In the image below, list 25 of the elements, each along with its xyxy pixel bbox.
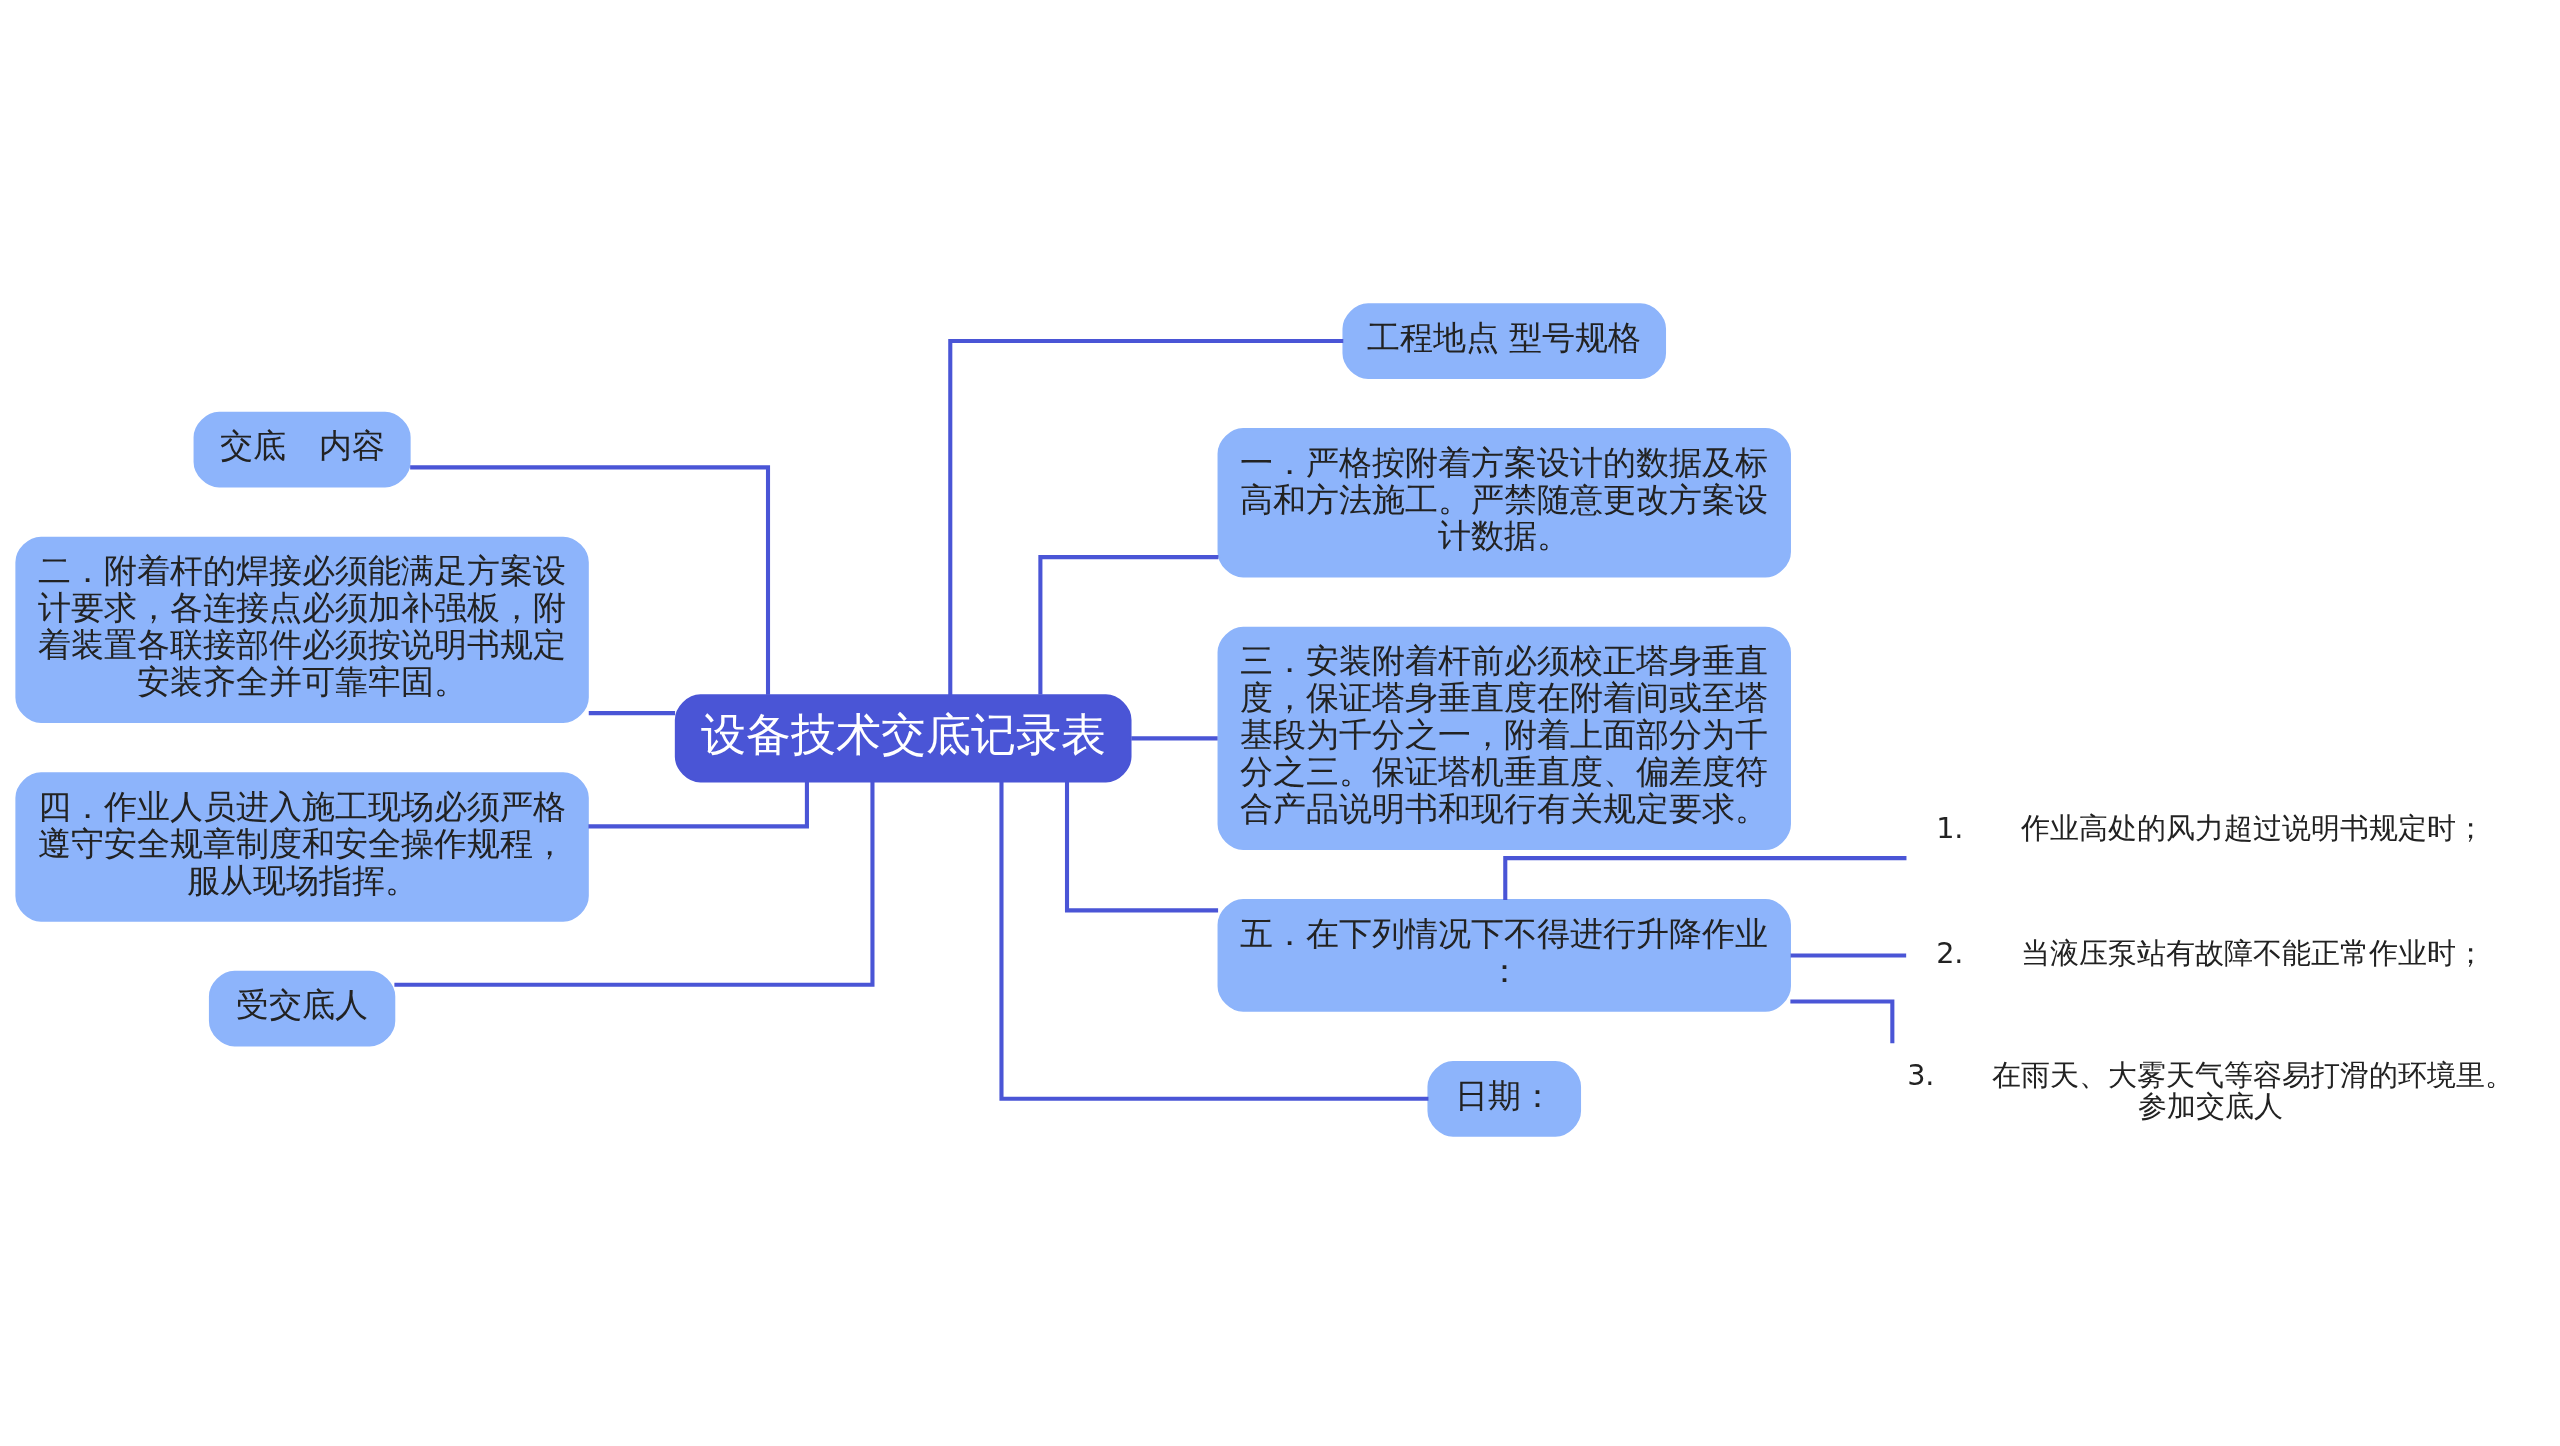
node-text: 2. 当液压泵站有故障不能正常作业时； xyxy=(1936,936,2486,971)
node-box: 三．安装附着杆前必须校正塔身垂直度，保证塔身垂直度在附着间或至塔基段为千分之一，附着上面部分为千分之三。保证塔机垂直度、偏差度符合产品说明书和现行有关规定要求。 xyxy=(1217,626,1791,850)
node-box: 交底 内容 xyxy=(193,411,411,488)
connector xyxy=(1038,555,1219,695)
node-box: 二．附着杆的焊接必须能满足方案设计要求，各连接点必须加补强板，附着装置各联接部件必须按说明书规定安装齐全并可靠牢固。 xyxy=(15,536,589,723)
node-box: 工程地点 型号规格 xyxy=(1342,303,1667,379)
node-box: 受交底人 xyxy=(208,970,396,1047)
connector xyxy=(1790,953,1907,958)
node-box: 四．作业人员进入施工现场必须严格遵守安全规章制度和安全操作规程，服从现场指挥。 xyxy=(15,772,589,922)
node-text: 1. 作业高处的风力超过说明书规定时； xyxy=(1936,811,2486,846)
connector xyxy=(410,465,771,695)
node-box: 设备技术交底记录表 xyxy=(674,694,1132,783)
connector xyxy=(999,781,1429,1101)
node-text: 3. 在雨天、大雾天气等容易打滑的环境里。参加交底人 xyxy=(1907,1057,2515,1123)
connector xyxy=(1131,736,1218,741)
connector xyxy=(1790,999,1895,1044)
node-box: 日期： xyxy=(1427,1060,1582,1137)
connector xyxy=(588,711,676,716)
node-box: 一．严格按附着方案设计的数据及标高和方法施工。严禁随意更改方案设计数据。 xyxy=(1217,428,1791,578)
node-box: 五．在下列情况下不得进行升降作业： xyxy=(1217,899,1791,1012)
connector xyxy=(588,781,809,829)
connector xyxy=(394,781,875,987)
connector xyxy=(1064,781,1219,913)
connector xyxy=(1503,856,1907,900)
connector xyxy=(948,339,1344,696)
